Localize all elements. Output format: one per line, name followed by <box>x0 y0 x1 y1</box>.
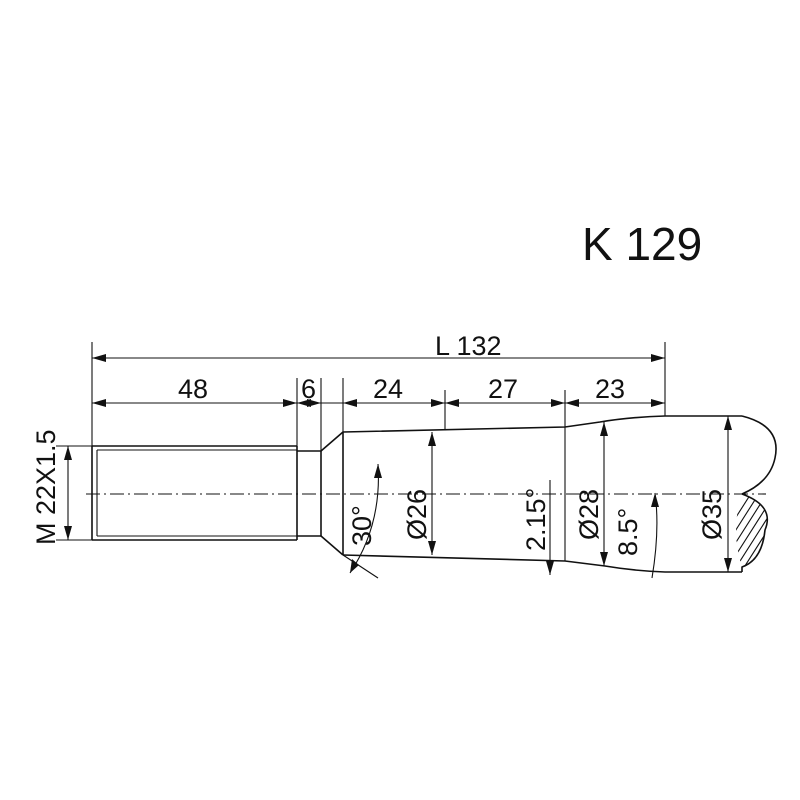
dim-seg1-length: 24 <box>373 374 403 404</box>
dim-total-length: L 132 <box>435 331 502 361</box>
extension-lines <box>56 342 666 541</box>
dim-groove-width: 6 <box>301 374 316 404</box>
dim-taper-angle-1: 2.15° <box>521 488 551 551</box>
dim-seg2-length: 27 <box>488 374 518 404</box>
dimension-labels: L 132 48 6 24 27 23 M 22X1.5 30° Ø26 2.1… <box>31 331 727 556</box>
dim-seg3-length: 23 <box>595 374 625 404</box>
dim-thread-spec: M 22X1.5 <box>31 429 61 545</box>
dim-taper-angle-2: 8.5° <box>613 508 643 556</box>
dim-diameter-35: Ø35 <box>697 489 727 540</box>
dim-diameter-28: Ø28 <box>574 489 604 540</box>
dim-diameter-26: Ø26 <box>402 489 432 540</box>
dim-thread-length: 48 <box>178 374 208 404</box>
shaft-outline <box>91 415 777 573</box>
dim-chamfer-angle: 30° <box>347 505 377 546</box>
part-number-title: K 129 <box>582 218 702 270</box>
dimension-lines <box>64 354 732 579</box>
